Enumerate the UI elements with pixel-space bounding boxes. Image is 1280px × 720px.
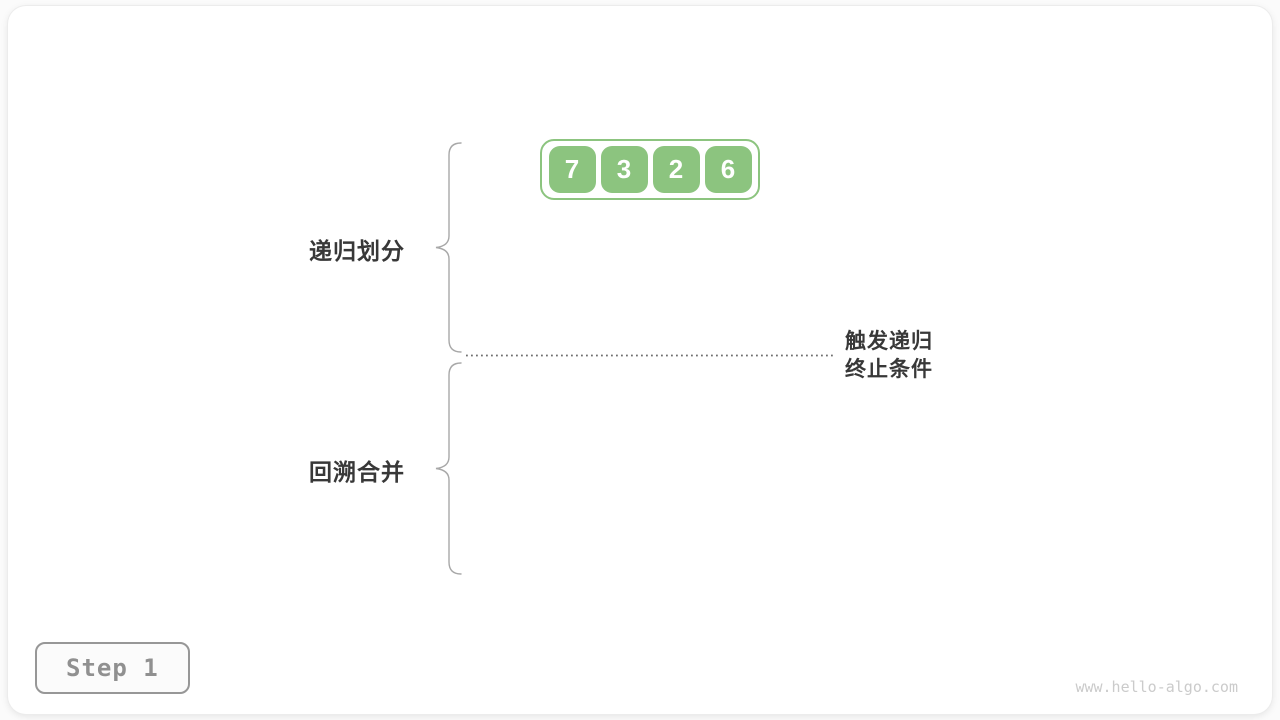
array-container: 7 3 2 6 — [540, 139, 760, 200]
step-badge: Step 1 — [35, 642, 190, 694]
termination-note: 触发递归 终止条件 — [845, 328, 933, 384]
merge-phase-label: 回溯合并 — [309, 459, 405, 485]
divide-phase-label: 递归划分 — [309, 238, 405, 264]
array-cell: 2 — [652, 146, 700, 193]
array-cell: 6 — [704, 146, 752, 193]
array-cell: 7 — [548, 146, 596, 193]
termination-note-line2: 终止条件 — [845, 358, 933, 381]
termination-note-line1: 触发递归 — [845, 330, 933, 353]
array-cell: 3 — [600, 146, 648, 193]
diagram-canvas — [8, 6, 1272, 714]
watermark: www.hello-algo.com — [1075, 678, 1238, 696]
